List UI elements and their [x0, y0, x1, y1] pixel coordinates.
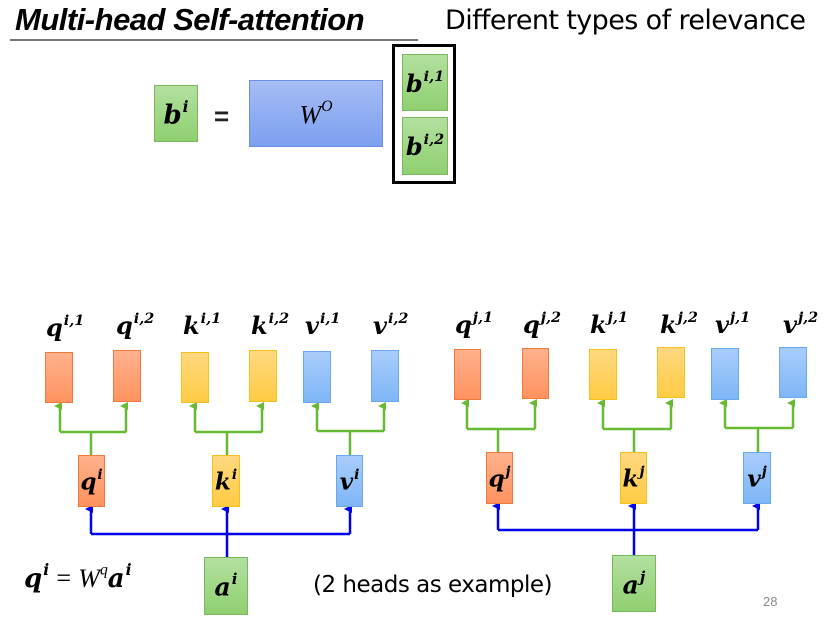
key-ki-label: ki: [214, 466, 238, 496]
head-output-bi1-box: bi,1: [402, 54, 448, 111]
key-kj-label: kj: [622, 463, 645, 493]
input-ai-box: ai: [204, 557, 248, 615]
weight-wo-box: WO: [249, 80, 383, 147]
concat-frame: [392, 44, 456, 184]
weight-wo-label: WO: [299, 98, 333, 130]
input-ai-label: ai: [214, 570, 238, 602]
key-kj-box: kj: [620, 452, 647, 504]
head-box-kj1: [589, 349, 617, 400]
value-vi-label: vi: [339, 466, 360, 496]
query-qj-box: qj: [486, 452, 513, 504]
query-formula: qi = Wqai: [24, 562, 132, 594]
head-label-ki2: ki,2: [251, 310, 290, 340]
equals-sign: =: [214, 101, 230, 131]
value-vj-box: vj: [743, 452, 771, 504]
head-label-qi1: qi,1: [46, 312, 85, 342]
value-vj-label: vj: [747, 463, 767, 493]
head-box-qj1: [454, 349, 481, 400]
input-aj-box: aj: [612, 555, 656, 612]
head-label-kj2: kj,2: [660, 309, 698, 339]
page-number: 28: [763, 594, 778, 609]
value-vi-box: vi: [336, 455, 363, 507]
head-box-qj2: [522, 348, 549, 399]
formula-input: ai: [107, 560, 132, 594]
head-label-vj2: vj,2: [783, 309, 819, 339]
head-box-vi1: [303, 351, 331, 403]
head-box-kj2: [657, 347, 685, 398]
slide-title: Multi-head Self-attention: [15, 2, 365, 37]
heads-caption: (2 heads as example): [313, 572, 553, 598]
head-output-bi2-box: bi,2: [402, 117, 448, 175]
title-underline: [10, 39, 418, 41]
head-label-qi2: qi,2: [116, 310, 155, 340]
head-output-bi2-label: bi,2: [405, 131, 445, 161]
formula-equals: =: [56, 563, 72, 593]
query-qi-label: qi: [80, 466, 103, 496]
head-box-vj1: [711, 348, 739, 400]
head-output-bi1-label: bi,1: [405, 67, 445, 98]
head-label-ki1: ki,1: [183, 310, 222, 340]
head-label-qj1: qj,1: [455, 309, 494, 339]
head-label-kj1: kj,1: [590, 309, 628, 339]
head-box-qi1: [45, 352, 73, 403]
head-box-ki2: [249, 350, 277, 402]
slide-subtitle: Different types of relevance: [445, 5, 806, 36]
formula-weight: Wq: [78, 561, 108, 593]
head-label-qj2: qj,2: [523, 309, 562, 339]
head-box-vj2: [779, 347, 807, 398]
head-label-vi1: vi,1: [305, 310, 341, 340]
input-aj-label: aj: [622, 567, 646, 600]
head-label-vj1: vj,1: [715, 309, 751, 339]
formula-lhs: qi: [24, 560, 50, 594]
output-bi-box: bi: [154, 85, 198, 142]
output-bi-label: bi: [163, 96, 189, 131]
head-label-vi2: vi,2: [373, 310, 409, 340]
query-qj-label: qj: [488, 463, 511, 493]
key-ki-box: ki: [212, 455, 240, 507]
head-box-ki1: [181, 352, 209, 403]
head-box-vi2: [371, 350, 399, 402]
head-box-qi2: [113, 350, 141, 402]
query-qi-box: qi: [78, 455, 105, 507]
